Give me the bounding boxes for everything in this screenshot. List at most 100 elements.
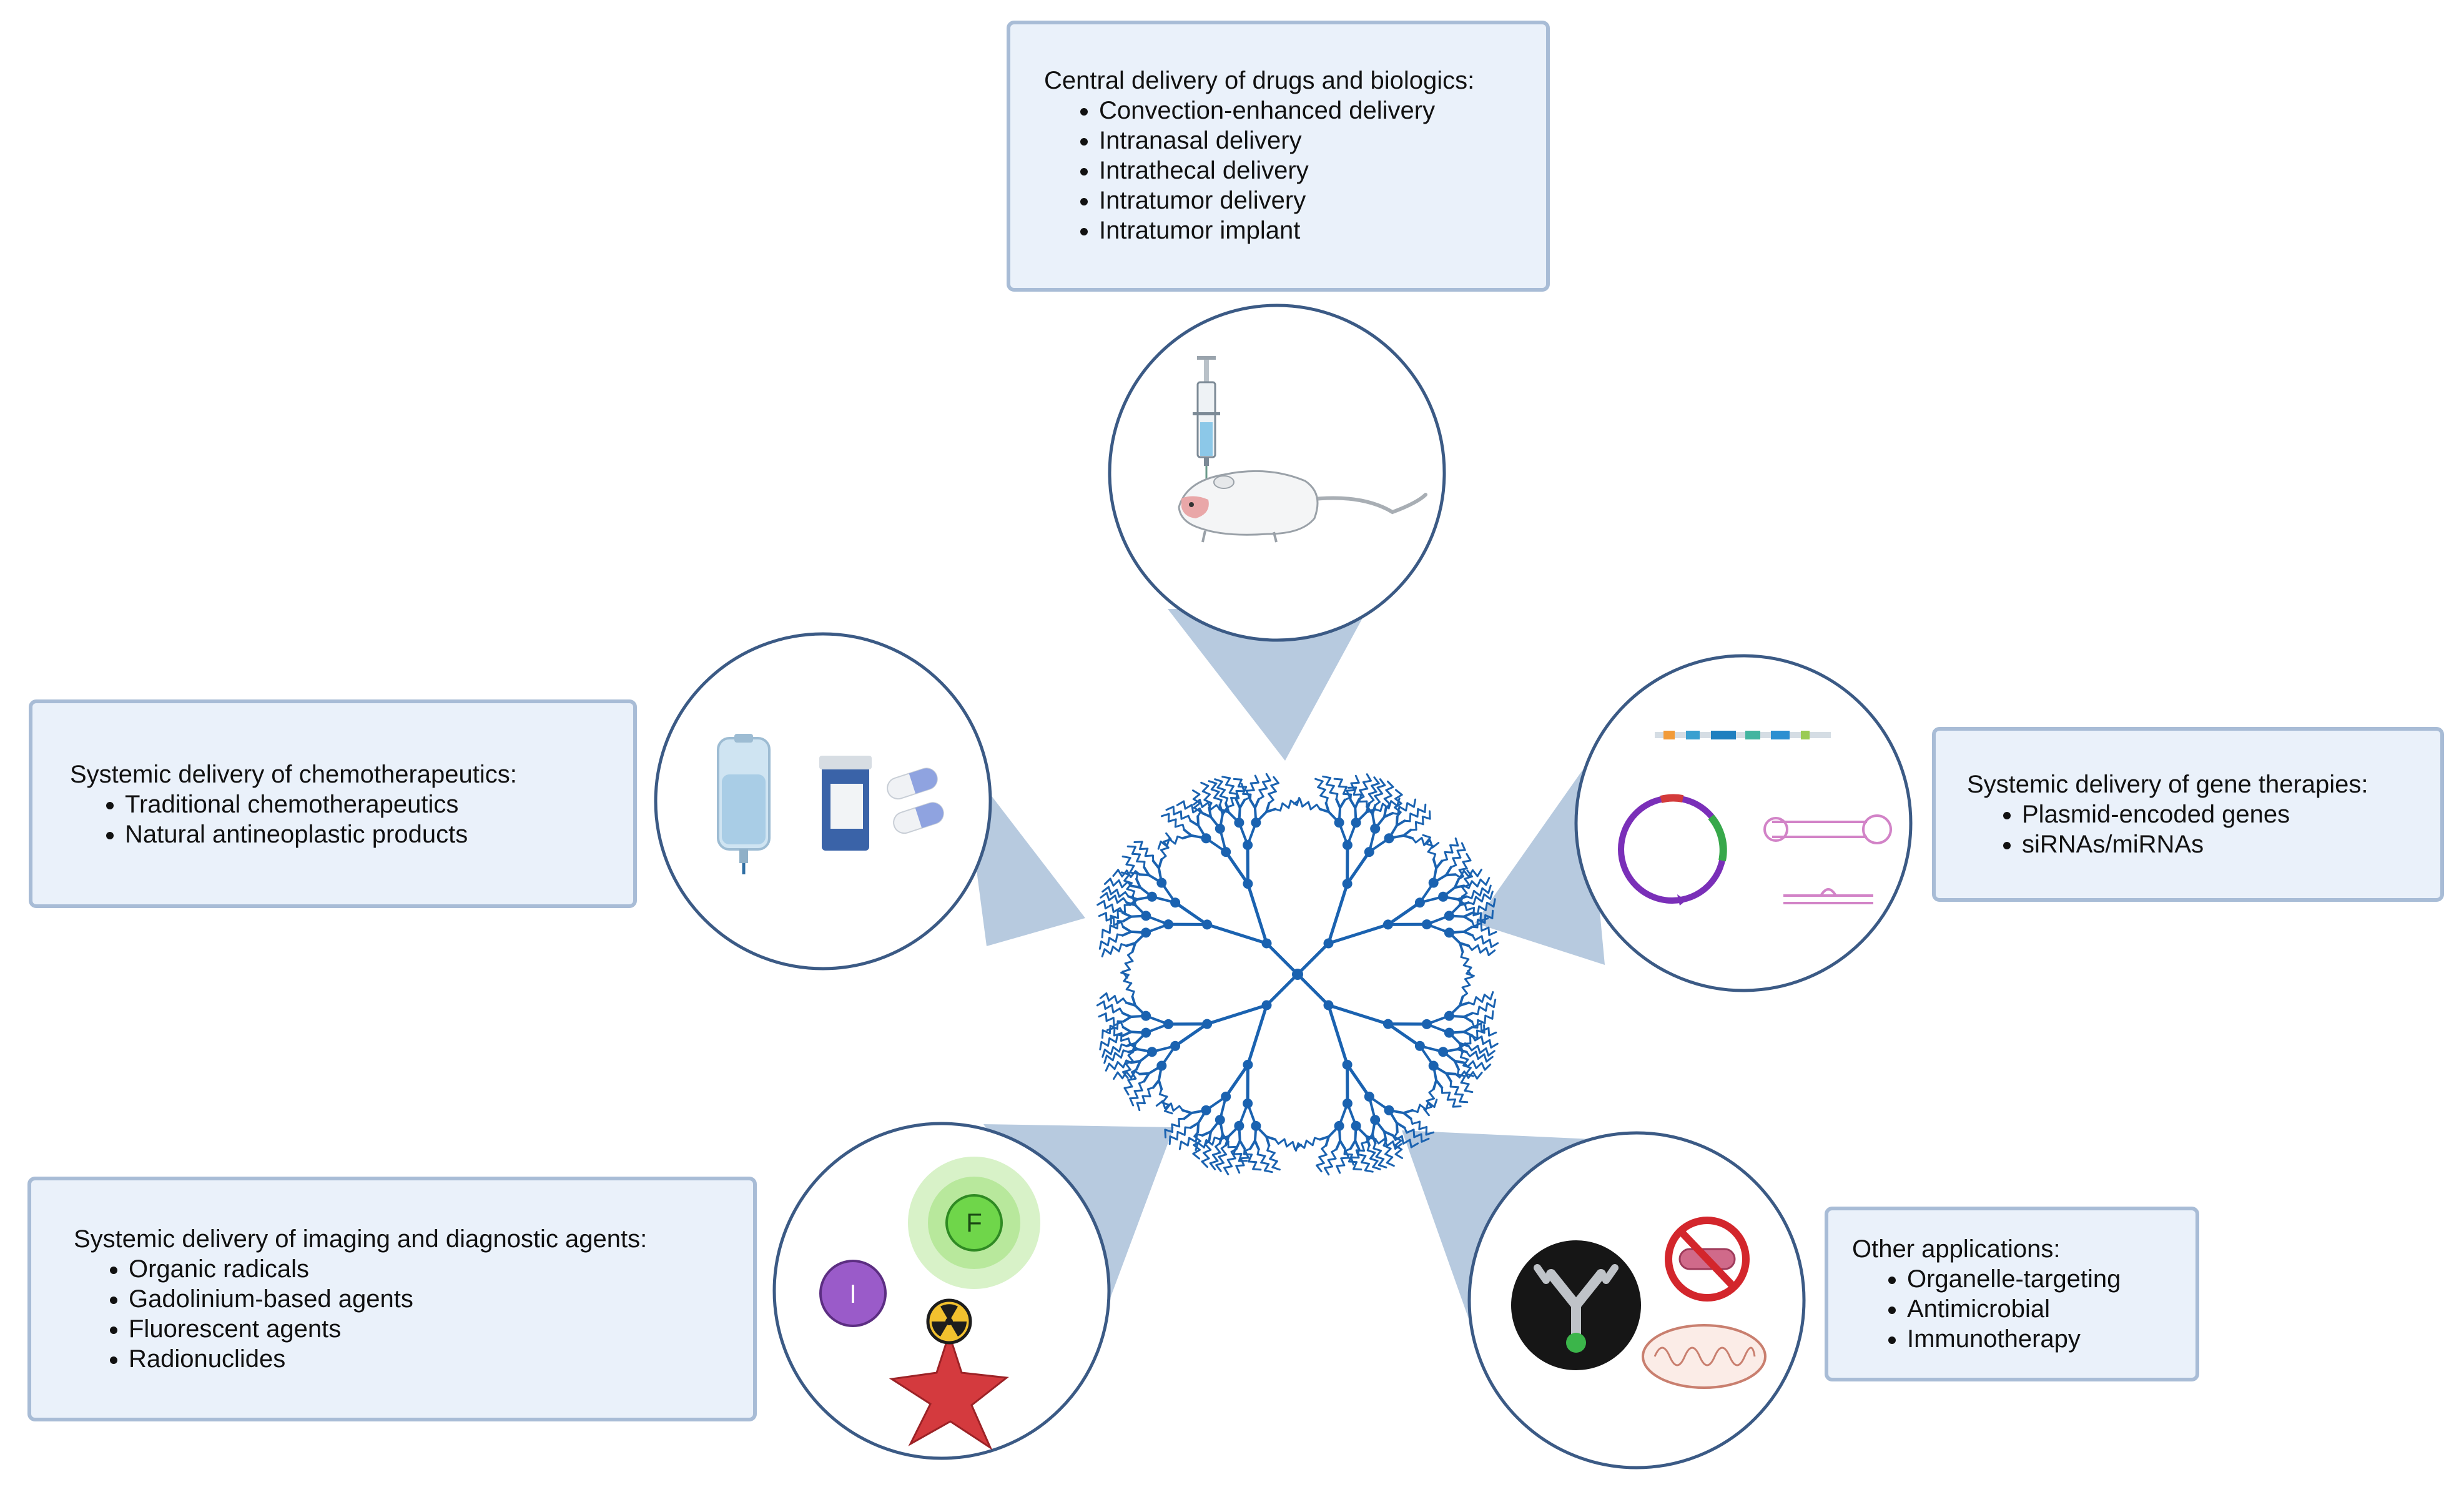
dendrimer-branch [1235,1164,1245,1167]
dendrimer-branch [1464,876,1473,880]
dendrimer-branch [1243,1153,1253,1156]
dendrimer-branch [1372,1166,1381,1170]
dendrimer-branch [1157,858,1163,870]
list-item: Antimicrobial [1907,1294,2195,1324]
dendrimer-branch [1418,1126,1428,1130]
dendrimer-branch [1136,1102,1141,1112]
dendrimer-branch [1125,1062,1131,1071]
dendrimer-branch [1205,1139,1214,1146]
dendrimer-branch [1387,1109,1405,1115]
dendrimer-branch [1167,818,1177,823]
dendrimer-branch [1299,798,1304,808]
dendrimer-branch [1277,1138,1286,1145]
dendrimer-branch [1117,869,1123,877]
dendrimer-branch [1113,1027,1116,1037]
dendrimer-branch [1136,1048,1153,1054]
list-item: Gadolinium-based agents [129,1284,753,1314]
dendrimer-branch [1453,884,1466,889]
imaging-agents-circle: F I [772,1122,1111,1460]
dendrimer-branch [1121,1030,1133,1037]
gene-strip-icon [1655,731,1831,739]
dendrimer-branch [1201,801,1210,808]
dendrimer-branch [1473,890,1481,897]
dendrimer-branch [1409,1139,1412,1149]
dendrimer-branch [1193,802,1201,809]
dendrimer-branch [1221,1133,1230,1144]
dendrimer-branch [1253,1139,1260,1151]
dendrimer-branch [1116,920,1119,930]
dendrimer-branch [1109,1024,1118,1030]
antibody-icon [1511,1240,1641,1370]
dendrimer-branch [1478,1005,1487,1012]
dendrimer-branch [1099,992,1108,999]
dendrimer-branch [1476,1029,1479,1039]
dendrimer-branch [1466,852,1472,862]
dendrimer-branch [1458,867,1468,871]
dendrimer-branch [1374,1119,1386,1133]
dendrimer-branch [1125,988,1135,993]
dendrimer-branch [1485,1002,1489,1012]
dendrimer-branch [1481,1035,1484,1045]
dendrimer-branch [1445,873,1457,877]
dendrimer-branch [1371,813,1377,830]
dendrimer-branch [1209,1162,1216,1170]
dendrimer-branch [1233,1153,1243,1155]
dendrimer-branch [1218,1119,1224,1136]
dendrimer-branch [1394,803,1402,809]
dendrimer-branch [1113,995,1118,1004]
dendrimer-branch [1109,877,1115,887]
dendrimer-branch [1358,800,1368,803]
dendrimer-branch [1398,806,1407,812]
dendrimer-branch [1324,1165,1333,1169]
dendrimer-branch [1201,1157,1210,1163]
dendrimer-branch [1339,1139,1346,1150]
dendrimer-branch [1296,972,1330,1007]
dendrimer-branch [1200,781,1210,787]
dendrimer-branch [1147,874,1163,884]
chemotherapeutics-box: Systemic delivery of chemotherapeutics: … [29,699,637,908]
dendrimer-branch [1425,1101,1429,1110]
dendrimer-branch [1318,808,1330,813]
dendrimer-branch [1462,958,1470,967]
central-delivery-title: Central delivery of drugs and biologics: [1044,67,1475,94]
dendrimer-branch [1189,1122,1200,1129]
dendrimer-branch [1218,813,1224,830]
dendrimer-branch [1176,800,1185,806]
dendrimer-branch [1178,1118,1181,1128]
dendrimer-branch [1218,1155,1225,1164]
dendrimer-branch [1201,1130,1213,1137]
dendrimer-branch [1392,1140,1396,1150]
dendrimer-branch [1447,931,1461,945]
dendrimer-branch [1130,1014,1148,1019]
dendrimer-branch [1361,1142,1365,1152]
dendrimer-branch [1386,1140,1394,1147]
dendrimer-branch [1472,896,1477,906]
dendrimer-branch [1327,1157,1337,1161]
dendrimer-branch [1230,797,1240,799]
dendrimer-branch [1377,1138,1386,1145]
dendrimer-branch [1379,803,1384,813]
iodine-label: I [849,1279,857,1308]
dendrimer-branch [1103,1054,1108,1064]
dendrimer-branch [1489,1039,1492,1049]
dendrimer-branch [1210,782,1218,791]
dendrimer-branch [1484,1014,1487,1024]
dendrimer-branch [1324,1135,1330,1147]
dendrimer-branch [1253,806,1258,824]
dendrimer-branch [1338,806,1342,824]
dendrimer-branch [1116,909,1126,914]
dendrimer-branch [1114,1052,1122,1059]
dendrimer-branch [1424,842,1434,847]
dendrimer-branch [1133,1089,1143,1092]
dendrimer-branch [1466,907,1475,911]
dendrimer-branch [1486,902,1495,908]
dendrimer-branch [1327,882,1349,945]
dendrimer-branch [1112,1007,1121,1014]
gene-therapies-circle [1574,654,1913,992]
list-item: Intrathecal delivery [1099,156,1546,185]
dendrimer-branch [1447,904,1461,917]
dendrimer-branch [1265,808,1277,813]
dendrimer-branch [1270,782,1279,787]
dendrimer-branch [1406,1129,1415,1134]
